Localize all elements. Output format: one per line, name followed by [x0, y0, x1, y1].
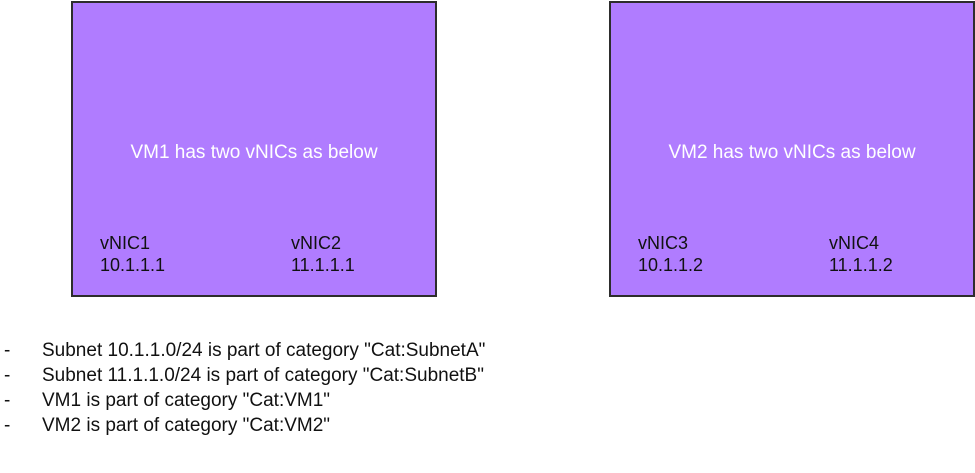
bullet-dash: -	[4, 415, 11, 436]
bullet-dash: -	[4, 390, 11, 411]
category-notes-list: - Subnet 10.1.1.0/24 is part of category…	[0, 338, 975, 438]
list-item: - Subnet 11.1.1.0/24 is part of category…	[0, 363, 975, 388]
vnic1-block: vNIC1 10.1.1.1	[100, 232, 165, 276]
vm2-caption: VM2 has two vNICs as below	[668, 142, 916, 163]
vnic4-ip: 11.1.1.2	[829, 255, 893, 275]
vm1-box: VM1 has two vNICs as below vNIC1 10.1.1.…	[71, 1, 437, 297]
vnic4-block: vNIC4 11.1.1.2	[829, 232, 893, 276]
vnic1-name: vNIC1	[100, 233, 151, 253]
list-item: - VM1 is part of category "Cat:VM1"	[0, 388, 975, 413]
note-text: Subnet 10.1.1.0/24 is part of category "…	[42, 340, 486, 361]
bullet-dash: -	[4, 340, 11, 361]
list-item: - Subnet 10.1.1.0/24 is part of category…	[0, 338, 975, 363]
list-item: - VM2 is part of category "Cat:VM2"	[0, 413, 975, 438]
note-text: Subnet 11.1.1.0/24 is part of category "…	[42, 365, 484, 386]
note-text: VM1 is part of category "Cat:VM1"	[42, 390, 331, 411]
vnic3-block: vNIC3 10.1.1.2	[638, 232, 703, 276]
vnic2-block: vNIC2 11.1.1.1	[291, 232, 355, 276]
vnic4-name: vNIC4	[829, 233, 880, 253]
vnic2-name: vNIC2	[291, 233, 342, 253]
vnic3-ip: 10.1.1.2	[638, 255, 704, 275]
note-text: VM2 is part of category "Cat:VM2"	[42, 415, 331, 436]
vnic1-ip: 10.1.1.1	[100, 255, 166, 275]
vm1-caption: VM1 has two vNICs as below	[130, 142, 378, 163]
vnic3-name: vNIC3	[638, 233, 689, 253]
bullet-dash: -	[4, 365, 11, 386]
vm2-box: VM2 has two vNICs as below vNIC3 10.1.1.…	[609, 1, 975, 297]
vnic2-ip: 11.1.1.1	[291, 255, 355, 275]
